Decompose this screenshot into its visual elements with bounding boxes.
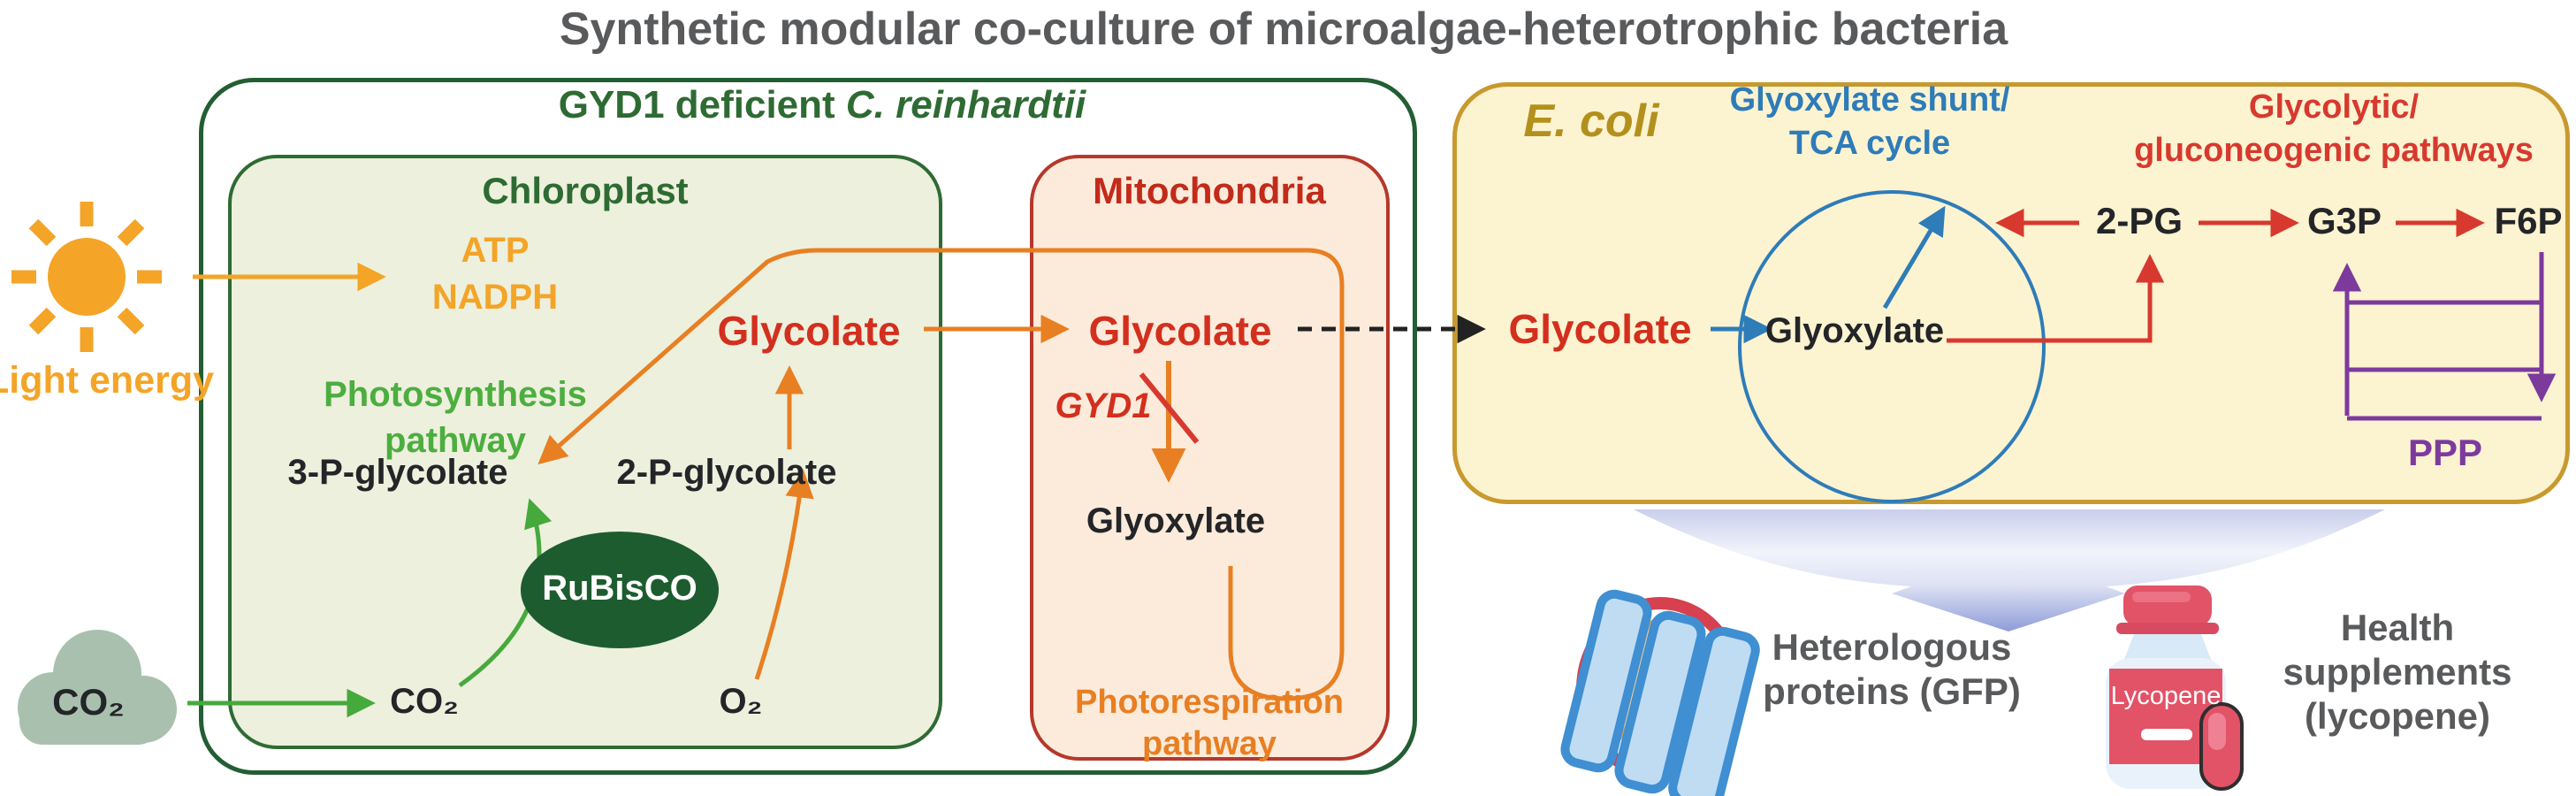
tca-cycle-circle: [1738, 190, 2046, 503]
glycolytic-heading-line1: Glycolytic/: [2248, 88, 2420, 126]
glycolytic-heading-line2: gluconeogenic pathways: [2134, 132, 2534, 169]
gfp-product-label-line1: Heterologous: [1772, 626, 2012, 668]
ppp-label: PPP: [2407, 432, 2483, 473]
photorespiration-label-line2: pathway: [1141, 725, 1277, 762]
p3-glycolate-label: 3-P-glycolate: [287, 453, 508, 492]
health-label-line3: (lycopene): [2304, 695, 2491, 737]
rubisco-label: RuBisCO: [542, 569, 697, 608]
ecoli-box: [1452, 82, 2570, 504]
rubisco-ellipse: [521, 532, 719, 648]
gfp-protein-icon: [1560, 589, 1760, 796]
glycolate-ecoli-label: Glycolate: [1508, 306, 1692, 352]
health-label-line2: supplements: [2283, 651, 2512, 693]
atp-label: ATP: [461, 231, 530, 270]
figure-title: Synthetic modular co-culture of microalg…: [559, 4, 2008, 55]
p2-glycolate-label: 2-P-glycolate: [616, 453, 837, 492]
funnel-arrow-icon: [1634, 509, 2385, 631]
glyoxylate-to-pg2-elbow-arrow: [1947, 254, 2165, 343]
pg2-label: 2-PG: [2095, 200, 2184, 241]
glyoxylate-to-tca-arrow: [1882, 205, 1946, 310]
tca-heading-line2: TCA cycle: [1788, 125, 1951, 162]
o2-label: O₂: [719, 682, 763, 721]
o2-to-p2g-arrow: [754, 469, 814, 680]
ecoli-heading: E. coli: [1523, 96, 1659, 147]
sun-icon: [11, 202, 162, 352]
alga-header: GYD1 deficient C. reinhardtii: [558, 83, 1086, 126]
glycolate-chloroplast-label: Glycolate: [717, 308, 901, 354]
nadph-label: NADPH: [431, 278, 559, 317]
capsule-icon: [2199, 702, 2244, 791]
ppp-ladder: [2332, 252, 2557, 421]
glyoxylate-mitochondria-label: Glyoxylate: [1086, 501, 1266, 540]
g3p-label: G3P: [2306, 200, 2382, 241]
mitochondria-heading: Mitochondria: [1093, 170, 1326, 211]
co2-inner-label: CO₂: [390, 682, 459, 721]
lycopene-bottle-icon: [2106, 586, 2244, 791]
photorespiration-loop: [537, 248, 1345, 701]
gyd1-knockout-strike: [1139, 372, 1200, 444]
tca-heading-line1: Glyoxylate shunt/: [1729, 81, 2010, 119]
co2-cloud-icon: [18, 630, 177, 745]
chloroplast-heading: Chloroplast: [482, 170, 689, 211]
light-energy-label: Light energy: [0, 359, 215, 402]
chloroplast-box: [228, 155, 942, 749]
bottle-text-label: Lycopene: [2110, 682, 2222, 710]
photosynthesis-label-line1: Photosynthesis: [324, 375, 587, 414]
alga-header-prefix: GYD1 deficient: [558, 83, 846, 126]
glyoxylate-ecoli-label: Glyoxylate: [1764, 311, 1945, 350]
co2-cloud-label: CO₂: [52, 681, 125, 723]
f6p-label: F6P: [2494, 200, 2563, 241]
photorespiration-label-line1: Photorespiration: [1074, 684, 1345, 721]
gyd1-gene-label: GYD1: [1055, 387, 1152, 425]
glycolate-mitochondria-label: Glycolate: [1088, 308, 1272, 354]
alga-header-species: C. reinhardtii: [845, 83, 1086, 126]
photosynthesis-label-line2: pathway: [384, 421, 527, 460]
gfp-product-label-line2: proteins (GFP): [1763, 670, 2021, 712]
health-label-line1: Health: [2340, 607, 2455, 648]
